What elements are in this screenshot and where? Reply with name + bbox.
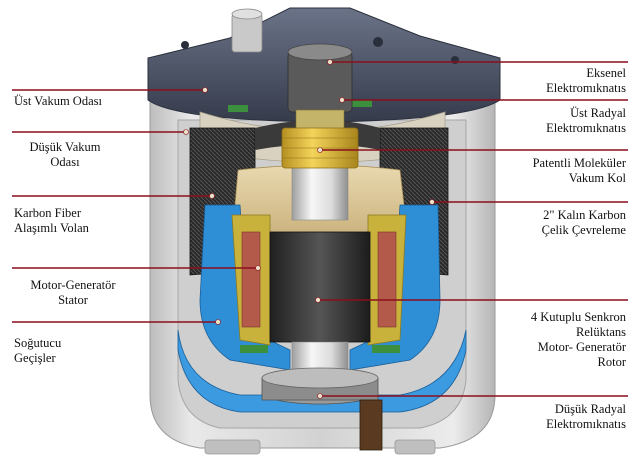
label-dusuk-radyal-line1: Düşük Radyal [554,402,626,416]
leader-kutuplu [315,297,628,303]
label-ust-vakum-odasi: Üst Vakum Odası [14,94,102,109]
leader-eksenel [327,59,628,65]
label-patentli-line1: Patentli Moleküler [532,156,626,170]
leader-lines [12,59,628,399]
leader-karbon-fiber [12,193,215,199]
label-dusuk-vakum-line2: Odası [50,155,80,169]
label-kalin-karbon-celik: 2" Kalın Karbon Çelik Çevreleme [542,208,626,238]
label-motor-stator-line1: Motor-Generatör [30,278,116,292]
label-dusuk-vakum-line1: Düşük Vakum [29,140,101,154]
label-ust-radyal-line1: Üst Radyal [570,106,626,120]
reluctance-rotor [269,231,371,343]
label-ust-radyal-elektromiknatis: Üst Radyal Elektromıknatıs [546,106,626,136]
label-sogutucu-gecisler: Soğutucu Geçişler [14,336,61,366]
bottom-connector [359,399,383,451]
leader-dusuk-radyal [317,393,628,399]
label-kutuplu-line4: Rotor [597,355,626,369]
label-sogutucu-line1: Soğutucu [14,336,62,350]
label-eksenel-elektromiknatis: Eksenel Elektromıknatıs [546,66,626,96]
label-karbon-fiber-line1: Karbon Fiber [14,206,81,220]
label-dusuk-vakum-odasi: Düşük Vakum Odası [10,140,120,170]
label-sogutucu-line2: Geçişler [14,351,56,365]
label-dusuk-radyal-elektromiknatis: Düşük Radyal Elektromıknatıs [546,402,626,432]
leader-motor-stator [12,265,261,271]
leader-ust-radyal [339,97,628,103]
label-kutuplu-senkron-rotor: 4 Kutuplu Senkron Relüktans Motor- Gener… [531,310,626,370]
label-ust-radyal-line2: Elektromıknatıs [546,121,626,135]
leader-kalin-karbon [429,199,628,205]
label-kalin-karbon-line2: Çelik Çevreleme [541,223,626,237]
label-kutuplu-line3: Motor- Generatör [537,340,626,354]
leader-sogutucu [12,319,221,325]
label-ust-vakum-line: Üst Vakum Odası [14,94,102,108]
label-patentli-line2: Vakum Kol [568,171,626,185]
green-seal-right [352,100,372,107]
label-eksenel-line1: Eksenel [586,66,626,80]
leader-patentli [317,147,628,153]
label-patentli-molekuler: Patentli Moleküler Vakum Kol [533,156,626,186]
label-kutuplu-line2: Relüktans [576,325,626,339]
axial-magnet [287,51,353,113]
leader-ust-vakum [12,87,208,93]
green-seal-left [228,105,248,112]
motor-generator-stator [231,214,407,346]
label-kutuplu-line1: 4 Kutuplu Senkron [530,310,626,324]
leader-dusuk-vakum [12,129,189,135]
label-dusuk-radyal-line2: Elektromıknatıs [546,417,626,431]
label-kalin-karbon-line1: 2" Kalın Karbon [543,208,626,222]
label-motor-stator-line2: Stator [58,293,88,307]
label-karbon-fiber-line2: Alaşımlı Volan [14,221,89,235]
vacuum-port [231,13,263,53]
label-eksenel-line2: Elektromıknatıs [546,81,626,95]
label-karbon-fiber-volan: Karbon Fiber Alaşımlı Volan [14,206,89,236]
label-motor-generator-stator: Motor-Generatör Stator [10,278,136,308]
main-shaft [261,43,383,451]
